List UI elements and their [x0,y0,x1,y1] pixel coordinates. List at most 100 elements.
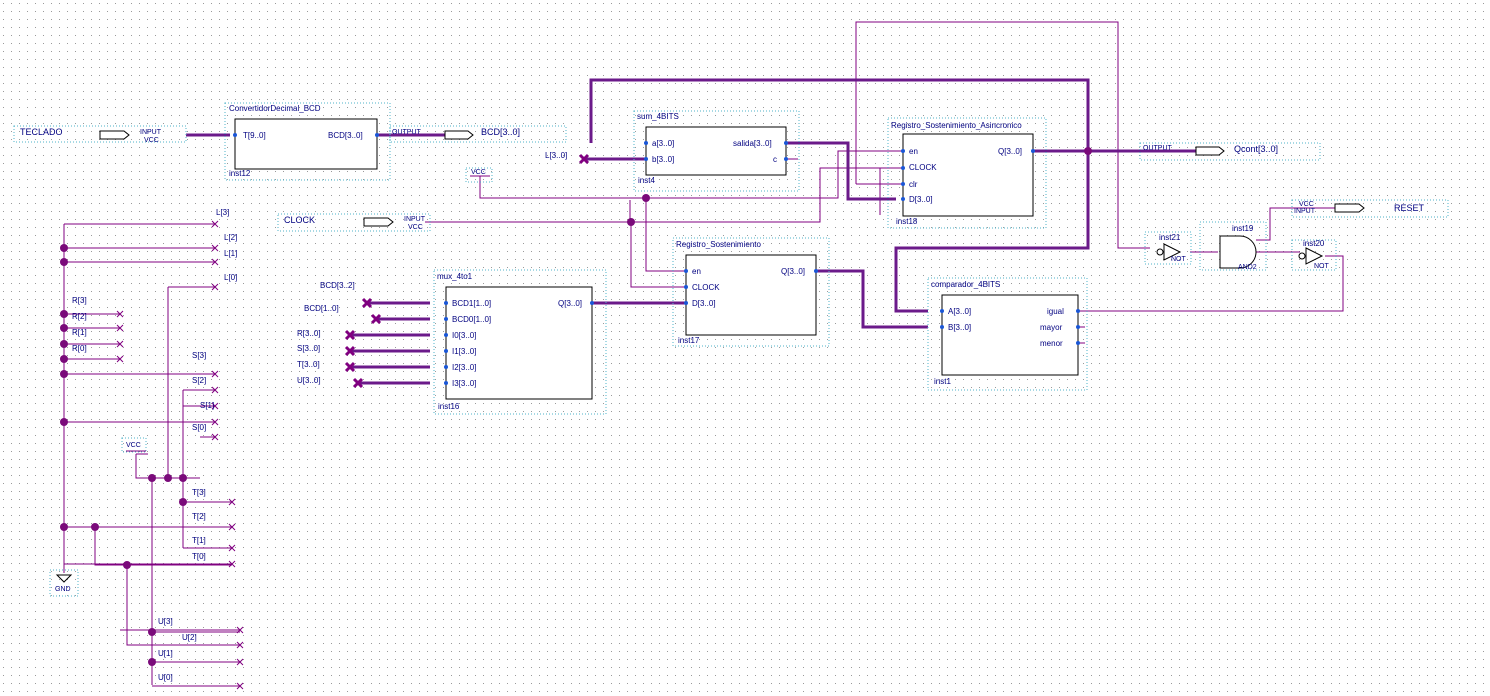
block-reg-async-q: Q[3..0] [998,147,1022,156]
vcc-top: VCC [465,167,493,183]
pin-teclado-sub: VCC [144,137,159,144]
gate-not-inst20[interactable]: inst20 NOT [1291,239,1337,271]
wires [63,21,1344,687]
label-l-bus: L[3..0] [545,151,567,160]
pin-reset[interactable]: INPUT VCC RESET [1291,199,1449,218]
label-l2: L[2] [224,233,237,242]
block-reg-sost-inst: inst17 [678,336,700,345]
block-mux-q: Q[3..0] [558,299,582,308]
block-convertidor[interactable]: ConvertidorDecimal_BCD T[9..0] BCD[3..0]… [224,102,391,181]
gnd-label: GND [55,586,71,593]
pin-reset-sub: VCC [1299,201,1314,208]
block-convertidor-in: T[9..0] [243,131,266,140]
block-convertidor-inst: inst12 [229,169,251,178]
block-comparador[interactable]: comparador_4BITS A[3..0] B[3..0] igual m… [927,277,1088,391]
label-r1: R[1] [72,328,87,337]
label-t3: T[3] [192,488,206,497]
label-mux-in-bcd-hi: BCD[3..2] [320,281,355,290]
gate-and-inst19-inst: inst19 [1232,224,1254,233]
label-l3: L[3] [216,208,229,217]
block-mux-in-5: I3[3..0] [452,379,476,388]
label-u1: U[1] [158,649,173,658]
block-reg-sost-en: en [692,267,701,276]
pin-teclado-kind: INPUT [140,129,162,136]
label-s1: S[1] [200,401,214,410]
pin-clock[interactable]: CLOCK INPUT VCC [277,213,431,232]
block-sum-title: sum_4BITS [637,112,679,121]
pin-reset-name: RESET [1394,203,1425,213]
block-mux-in-4: I2[3..0] [452,363,476,372]
block-comparador-igual: igual [1047,307,1064,316]
vcc-left: VCC [121,437,147,453]
block-mux-in-1: BCD0[1..0] [452,315,491,324]
pin-qcont-kind: OUTPUT [1143,145,1173,152]
pin-reset-kind: INPUT [1294,208,1316,215]
label-u0: U[0] [158,673,173,682]
vcc-top-label: VCC [471,169,486,176]
wire-labels: L[3..0] BCD[3..2] BCD[1..0] R[3..0] S[3.… [72,151,567,682]
block-convertidor-out: BCD[3..0] [328,131,363,140]
block-sum-b: b[3..0] [652,155,674,164]
block-mux-title: mux_4to1 [437,272,473,281]
vcc-left-label: VCC [126,442,141,449]
block-reg-sost-d: D[3..0] [692,299,716,308]
block-mux-in-2: I0[3..0] [452,331,476,340]
block-sum-inst: inst4 [638,176,655,185]
label-t1: T[1] [192,536,206,545]
label-mux-in-s: S[3..0] [297,344,320,353]
block-sum-c: c [773,155,777,164]
block-comparador-mayor: mayor [1040,323,1063,332]
label-mux-in-r: R[3..0] [297,329,321,338]
label-r2: R[2] [72,312,87,321]
pin-qcont[interactable]: OUTPUT Qcont[3..0] [1139,142,1321,161]
label-l1: L[1] [224,249,237,258]
block-reg-async-clr: clr [909,180,918,189]
block-reg-async-d: D[3..0] [909,195,933,204]
bus-no-connect-marks [344,153,590,389]
label-l0: L[0] [224,273,237,282]
block-reg-sost-clock: CLOCK [692,283,720,292]
block-mux-inst: inst16 [438,402,460,411]
block-comparador-b: B[3..0] [948,323,971,332]
label-mux-in-bcd-lo: BCD[1..0] [304,304,339,313]
gate-not-inst20-type: NOT [1314,263,1330,270]
label-mux-in-t: T[3..0] [297,360,320,369]
junction-dots [60,147,1092,666]
block-reg-async[interactable]: Registro_Sostenimiento_Asincronico en CL… [887,117,1047,229]
label-s0: S[0] [192,423,206,432]
block-comparador-inst: inst1 [934,377,951,386]
label-t2: T[2] [192,512,206,521]
block-convertidor-title: ConvertidorDecimal_BCD [229,104,321,113]
block-reg-async-en: en [909,147,918,156]
gnd-symbol: GND [49,569,79,597]
block-mux-in-0: BCD1[1..0] [452,299,491,308]
label-mux-in-u: U[3..0] [297,376,321,385]
pin-teclado[interactable]: TECLADO INPUT VCC [13,125,187,144]
label-s3: S[3] [192,351,206,360]
block-reg-sost-q: Q[3..0] [781,267,805,276]
block-reg-sost-title: Registro_Sostenimiento [676,240,761,249]
pin-clock-sub: VCC [408,224,423,231]
block-comparador-title: comparador_4BITS [931,280,1000,289]
block-mux[interactable]: mux_4to1 BCD1[1..0] BCD0[1..0] I0[3..0] … [433,269,607,415]
gate-and-inst19[interactable]: inst19 AND2 [1199,221,1267,271]
block-sum-a: a[3..0] [652,139,674,148]
block-reg-async-inst: inst18 [896,217,918,226]
block-sum-salida: salida[3..0] [733,139,772,148]
label-r0: R[0] [72,344,87,353]
block-reg-async-title: Registro_Sostenimiento_Asincronico [891,121,1022,130]
gate-and-inst19-type: AND2 [1238,264,1257,271]
label-u3: U[3] [158,617,173,626]
gate-not-inst21-inst: inst21 [1159,233,1181,242]
block-mux-in-3: I1[3..0] [452,347,476,356]
block-reg-sost[interactable]: Registro_Sostenimiento en CLOCK D[3..0] … [672,237,830,347]
block-sum[interactable]: sum_4BITS a[3..0] b[3..0] salida[3..0] c… [633,110,800,192]
pin-clock-kind: INPUT [404,216,426,223]
pin-bcd-out-kind: OUTPUT [392,129,422,136]
gate-not-inst21[interactable]: inst21 NOT [1144,231,1192,265]
label-u2: U[2] [182,633,197,642]
block-comparador-a: A[3..0] [948,307,971,316]
gate-not-inst20-inst: inst20 [1303,239,1325,248]
